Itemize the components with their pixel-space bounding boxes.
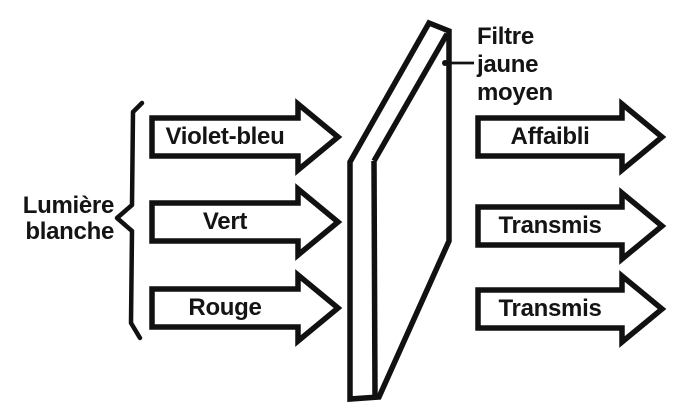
input-arrow-shape-vert [149,183,343,261]
output-arrow-shape-transmis-2 [475,270,667,348]
output-arrow-shape-affaibli [475,98,667,176]
filter-slab-front-inner-edge [371,160,378,397]
source-light-label-line2: blanche [25,218,114,245]
input-arrow-label-violet-bleu: Violet-bleu [165,123,285,150]
filter-label: Filtre jaune moyen [477,23,553,107]
input-arrow-label-vert: Vert [202,208,248,235]
input-arrow-shape-rouge [149,269,343,347]
output-arrow-label-affaibli: Affaibli [510,123,590,150]
input-arrow-label-rouge: Rouge [188,294,262,321]
input-arrow-shape-violet-bleu [149,98,343,176]
output-arrow-shape-transmis-1 [475,187,667,265]
filter-label-line3: moyen [477,79,553,106]
left-brace [114,100,145,341]
filter-slab-top-inner-edge [371,32,450,163]
filter-pointer-dot [442,60,448,66]
filter-slab-outline [347,19,452,402]
output-arrow-label-transmis-1: Transmis [498,212,602,239]
output-arrow-label-transmis-2: Transmis [498,295,602,322]
filter-label-line1: Filtre [477,23,534,50]
source-light-label: Lumière blanche [10,192,115,245]
source-light-label-line1: Lumière [22,192,115,219]
filter-label-line2: jaune [477,51,539,78]
